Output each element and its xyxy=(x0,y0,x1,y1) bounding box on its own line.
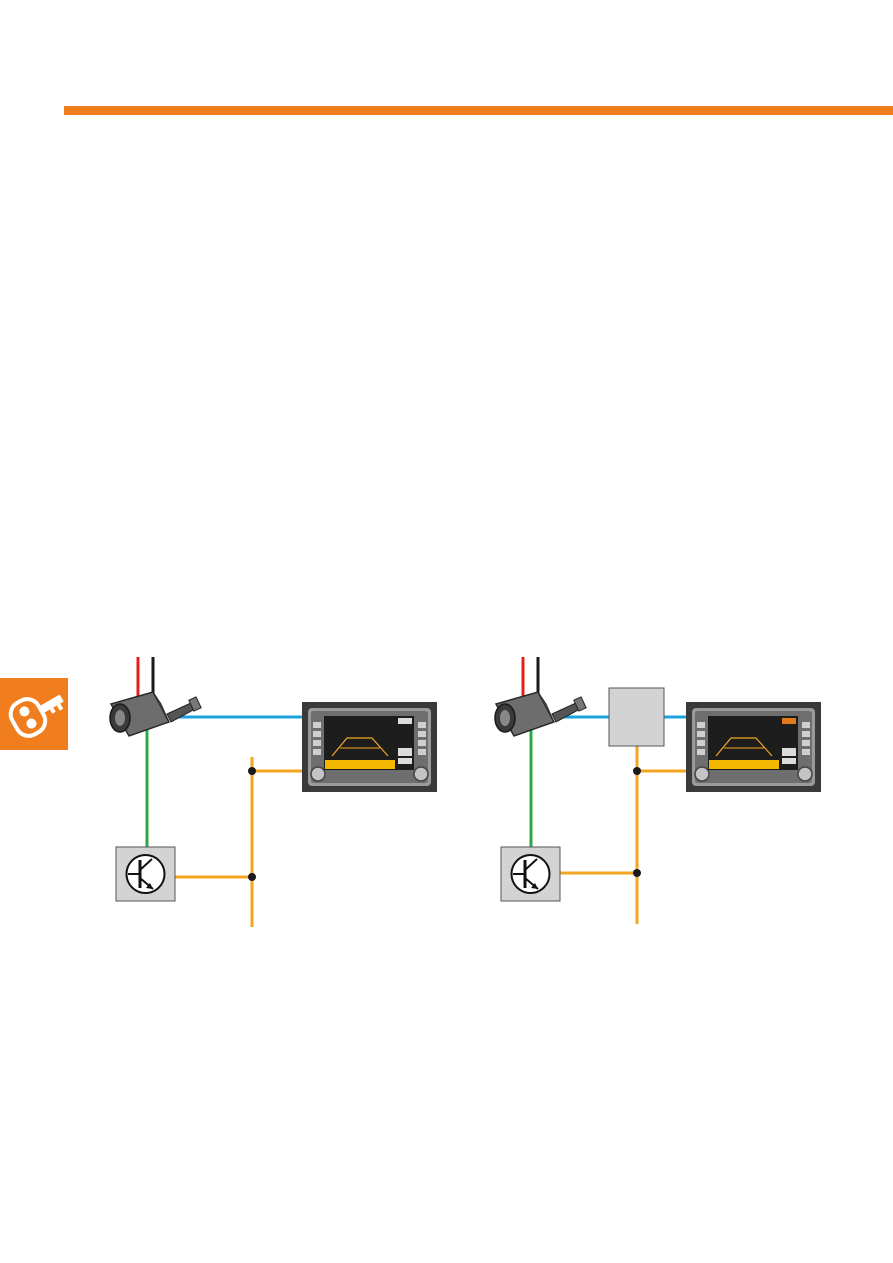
interface-module-icon xyxy=(608,687,665,747)
transistor-symbol-icon xyxy=(500,846,561,902)
header-rule xyxy=(64,106,893,115)
rear-view-camera-icon xyxy=(109,691,202,737)
junction-dot xyxy=(633,767,641,775)
key-fob-icon xyxy=(8,694,64,738)
diagram-via-interface-module xyxy=(494,657,821,924)
radio-navigation-unit-icon xyxy=(302,702,437,792)
junction-dot xyxy=(248,767,256,775)
radio-navigation-unit-icon xyxy=(686,702,821,792)
rear-view-camera-icon xyxy=(494,691,587,737)
diagram-direct-connection xyxy=(109,657,437,927)
junction-dot xyxy=(633,869,641,877)
junction-dot xyxy=(248,873,256,881)
transistor-symbol-icon xyxy=(115,846,176,902)
